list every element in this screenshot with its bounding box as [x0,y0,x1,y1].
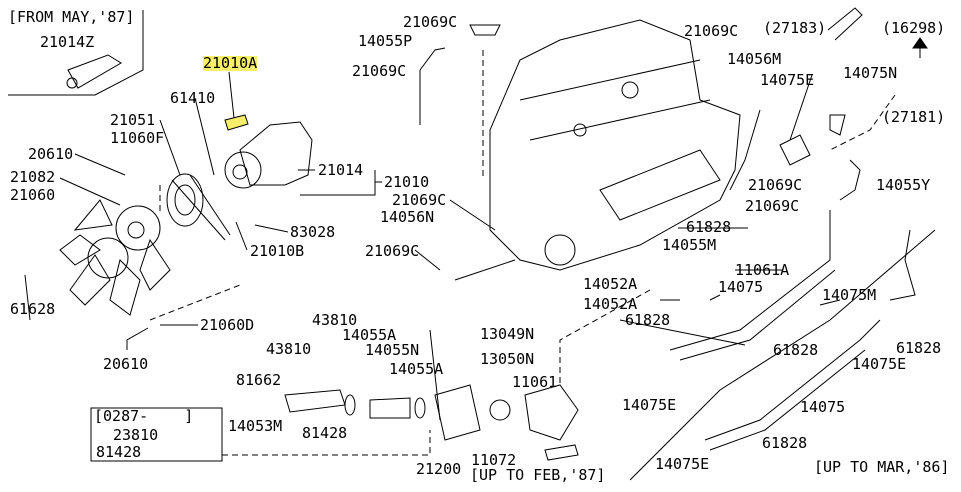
note-up-to-mar-86: [UP TO MAR,'86] [814,458,950,476]
hose-14056n [454,259,516,281]
part-label: 21010 [384,173,430,191]
part-label: 14075M [822,286,877,304]
part-label: 11060F [110,129,165,147]
part-label: 21069C [748,176,803,194]
part-label: 21069C [403,13,458,31]
part-label: 61828 [686,218,732,236]
arrow-16298 [912,37,928,58]
hose-14055p [419,47,446,125]
part-label: 21010B [250,242,305,260]
part-label: 11072 [471,451,517,469]
part-label: 61828 [896,339,942,357]
part-label: 81428 [302,424,348,442]
inset-box-0287 [90,407,223,462]
part-label: 14075E [852,355,907,373]
dashed-leaders [149,50,896,456]
part-label: 14075N [843,64,898,82]
cap [469,24,501,36]
pipe-divider-line [629,229,936,481]
part-label: 61828 [773,341,819,359]
part-label: 21060D [200,316,255,334]
hose-14056m [729,109,761,191]
part-label: 14055N [365,341,420,359]
part-label: 21082 [10,168,56,186]
part-label: 83028 [290,223,336,241]
bypass-pipe-21014z [66,54,122,89]
part-label: 14056M [727,50,782,68]
part-label: 14055A [342,326,397,344]
part-label: 43810 [266,340,312,358]
part-label: 21051 [110,111,156,129]
pipe-14075-lower [704,319,881,451]
part-label: 20610 [28,145,74,163]
part-label: 14075E [760,71,815,89]
leader-lines [24,71,841,421]
reference-label-27181[interactable]: (27181) [882,108,946,126]
note-0287: [0287- ] [94,407,194,425]
part-label: 14053M [228,417,283,435]
part-label: 21069C [352,62,407,80]
part-label: 61828 [625,311,671,329]
reference-label-27183[interactable]: (27183) [763,19,827,37]
note-up-to-feb-87: [UP TO FEB,'87] [470,466,606,484]
part-label: 14075E [622,396,677,414]
pipe-14075m [889,229,916,301]
part-label: 14055P [358,32,413,50]
part-label: 61628 [10,300,56,318]
part-label: 14056N [380,208,435,226]
engine-cylinder-head [489,19,741,271]
part-label: 61828 [762,434,808,452]
part-label: 14055M [662,236,717,254]
part-label-21010a-highlighted[interactable]: 21010A [203,54,258,72]
part-label: 21200 [416,460,462,478]
part-label: 81428 [96,443,142,461]
note-from-may-87: [FROM MAY,'87] [8,8,135,26]
part-label: 61410 [170,89,216,107]
part-label: 21060 [10,186,56,204]
fan-pulley [166,173,231,241]
part-label: 14075 [718,278,764,296]
part-label: 11061 [512,373,558,391]
part-label: 23810 [113,426,159,444]
cooling-fan [59,199,171,316]
part-label-21014z: 21014Z [40,33,95,51]
part-label: 21014 [318,161,364,179]
part-label: 14052A [583,295,638,313]
part-label: 20610 [103,355,149,373]
pipe-14075-upper [669,210,836,361]
part-label: 13050N [480,350,535,368]
fan-coupling [115,205,161,251]
part-label: 14075E [655,455,710,473]
part-label: 21069C [365,242,420,260]
inset-frame [8,10,144,96]
part-label: 21069C [684,22,739,40]
part-label: 81662 [236,371,282,389]
part-label: 43810 [312,311,358,329]
part-label: 14055Y [876,176,931,194]
water-pump [224,114,313,189]
part-label: 14052A [583,275,638,293]
part-label: 21069C [392,191,447,209]
water-inlet-assembly [284,384,579,461]
reference-label-16298[interactable]: (16298) [882,19,946,37]
bracket-27183 [827,7,863,41]
part-label: 14075 [800,398,846,416]
part-label: 13049N [480,325,535,343]
part-label: 21069C [745,197,800,215]
part-label: 11061A [735,261,790,279]
hose-14055y [829,114,861,201]
part-label: 14055A [389,360,444,378]
pipe-14075n [779,74,813,166]
